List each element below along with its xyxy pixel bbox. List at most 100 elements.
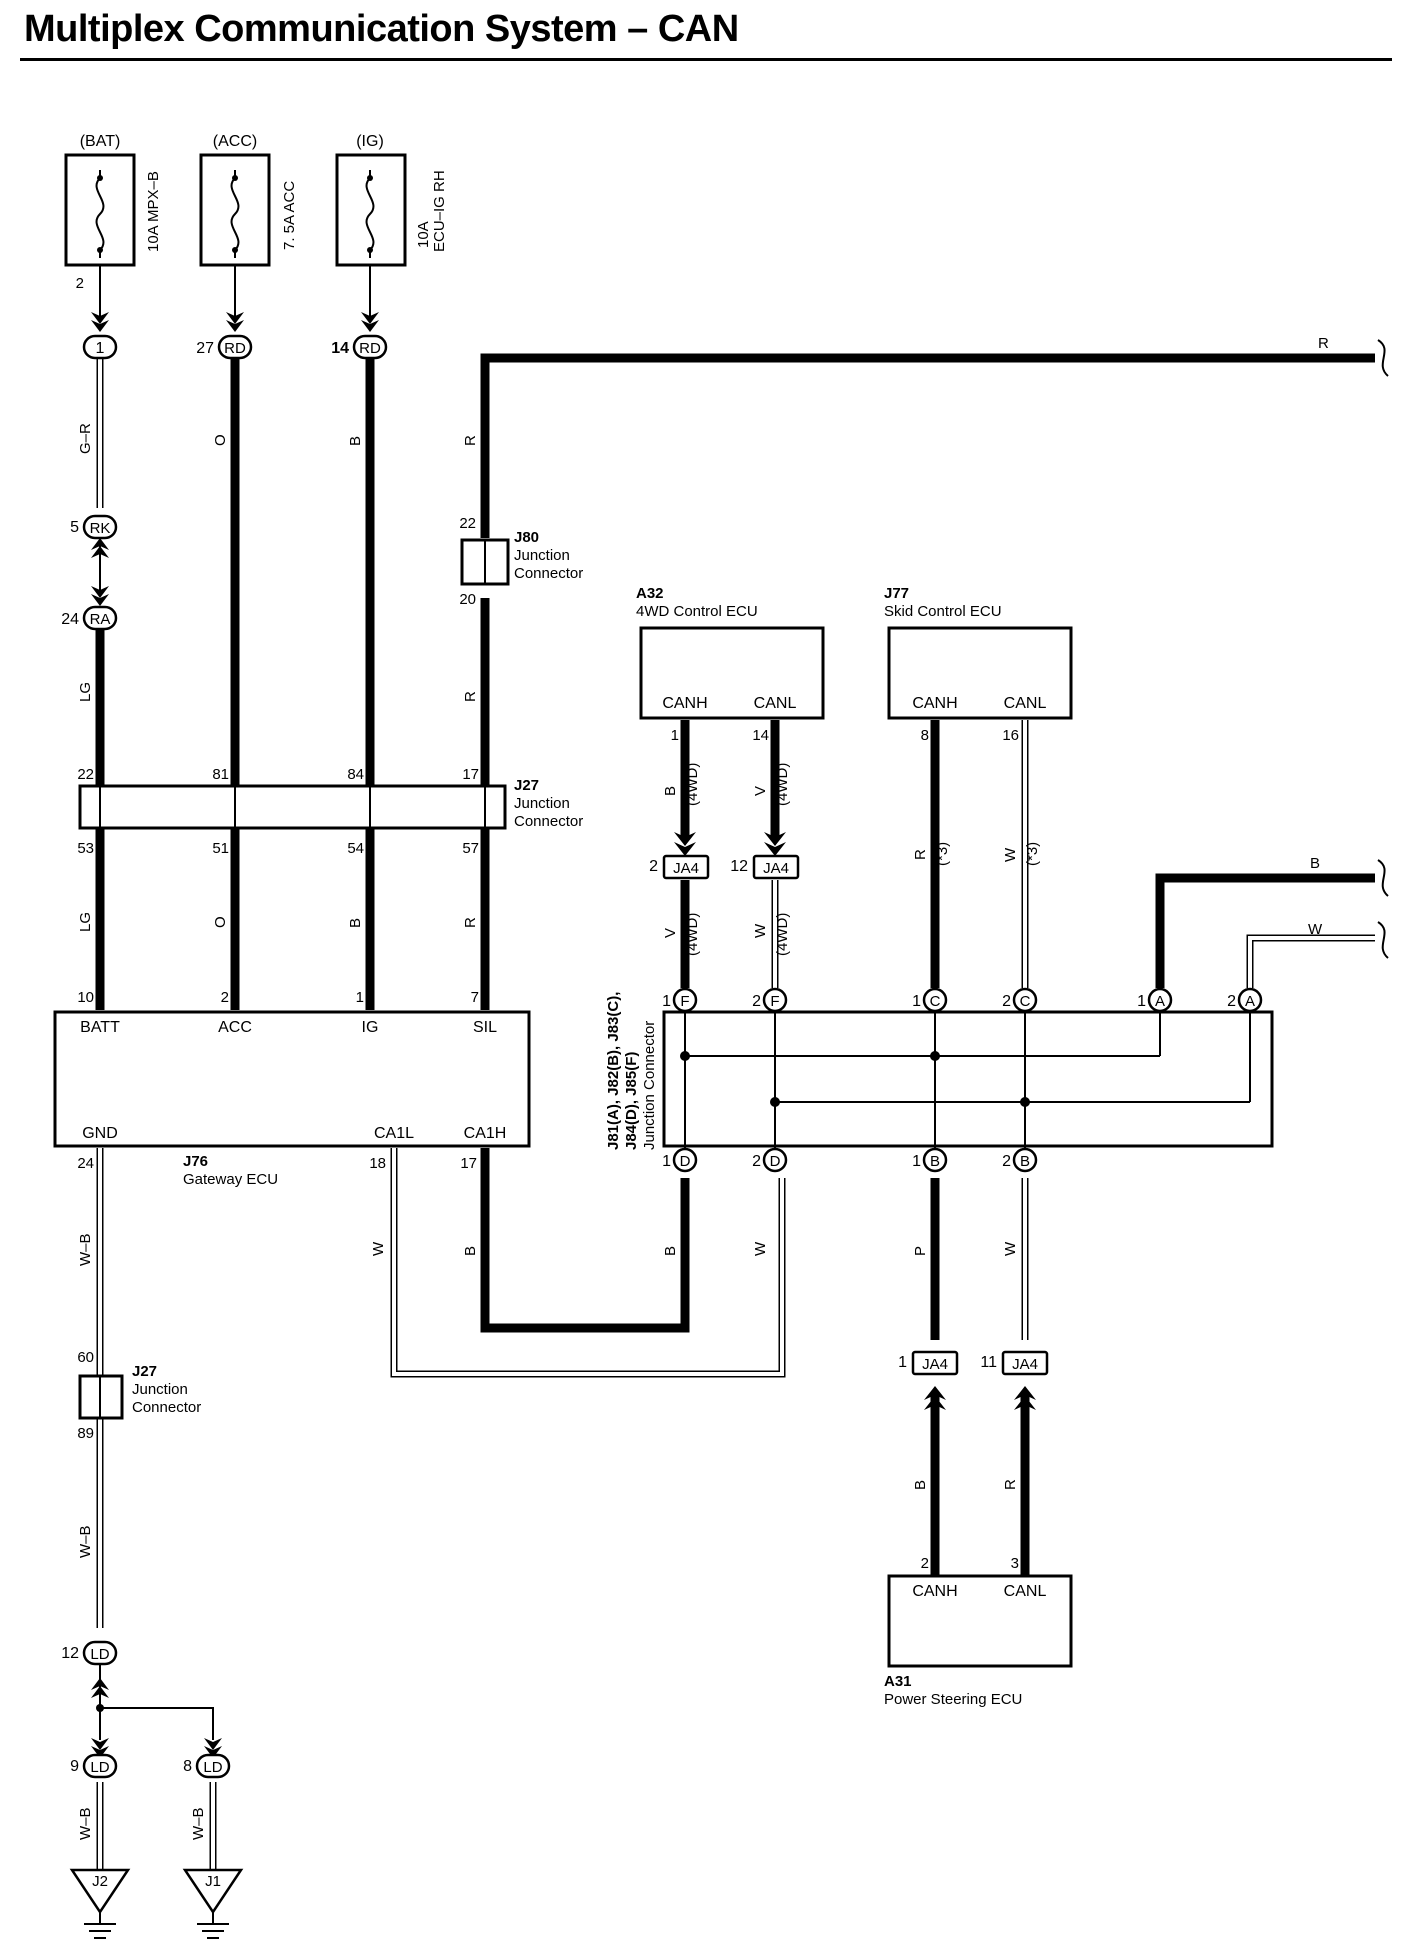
svg-text:2: 2 [1227,993,1236,1010]
svg-text:C: C [930,993,941,1010]
svg-text:CANL: CANL [754,695,797,712]
page-title: Multiplex Communication System – CAN [24,8,739,50]
svg-text:LD: LD [90,1759,109,1776]
svg-text:R: R [912,849,929,860]
wire-break-symbols [1377,339,1389,959]
connector-rd-27: 27 RD [196,334,253,360]
svg-text:P: P [912,1246,929,1256]
svg-text:Skid Control ECU: Skid Control ECU [884,603,1002,620]
svg-text:F: F [770,993,779,1010]
svg-text:1: 1 [356,989,364,1006]
svg-text:24: 24 [61,611,79,628]
svg-text:RD: RD [359,340,381,357]
svg-text:SIL: SIL [473,1019,497,1036]
svg-text:(*3): (*3) [934,842,951,866]
svg-text:53: 53 [77,840,94,857]
svg-text:C: C [1020,993,1031,1010]
svg-text:CA1H: CA1H [464,1125,507,1142]
svg-text:J81(A), J82(B), J83(C),: J81(A), J82(B), J83(C), [605,992,622,1150]
junction-j27-ground: 60 89 J27 Junction Connector [77,1349,201,1442]
svg-text:J2: J2 [92,1873,108,1890]
svg-text:A: A [1155,993,1165,1010]
connector-rk: 5 RK [70,514,118,540]
svg-text:2: 2 [649,858,658,875]
svg-text:60: 60 [77,1349,94,1366]
arrow-heads [91,312,1036,1758]
svg-text:14: 14 [752,727,769,744]
svg-text:5: 5 [70,519,79,536]
svg-text:Junction: Junction [132,1381,188,1398]
junction-j27-main: 22 81 84 17 53 51 54 57 J27 Junction Con… [77,766,583,857]
connector-ld-8: 8 LD [183,1753,231,1779]
svg-text:J84(D), J85(F): J84(D), J85(F) [623,1052,640,1150]
svg-text:1: 1 [912,1153,921,1170]
svg-text:10: 10 [77,989,94,1006]
svg-text:CANH: CANH [662,695,707,712]
ground-j2: J2 [69,1868,131,1939]
svg-text:W: W [1002,1241,1019,1256]
fuse-bat-pin: 2 [76,275,84,292]
svg-text:W: W [1002,847,1019,862]
svg-text:51: 51 [212,840,229,857]
svg-text:Junction Connector: Junction Connector [641,1021,658,1150]
wire-color-labels: G–R O B R R LG R LG O B R W–B W–B W–B W–… [77,335,1329,1840]
ecu-skid-control: J77 Skid Control ECU CANH CANL 8 16 [884,585,1073,744]
connector-1: 1 [82,334,118,360]
svg-text:9: 9 [70,1758,79,1775]
junction-connector-block: J81(A), J82(B), J83(C), J84(D), J85(F) J… [605,987,1274,1173]
svg-text:B: B [462,1246,479,1256]
svg-text:17: 17 [462,766,479,783]
svg-text:LG: LG [77,682,94,702]
svg-text:54: 54 [347,840,364,857]
connector-ja4-group: 2 JA4 12 JA4 1 JA4 11 JA4 [649,854,1049,1376]
svg-text:1: 1 [96,340,105,357]
svg-text:B: B [347,918,364,928]
svg-text:B: B [912,1480,929,1490]
svg-text:CANH: CANH [912,1583,957,1600]
svg-text:J80: J80 [514,529,539,546]
svg-text:A32: A32 [636,585,664,602]
gateway-ecu: 10 2 1 7 BATT ACC IG SIL GND CA1L CA1H 2… [53,989,531,1188]
svg-text:LG: LG [77,912,94,932]
svg-text:R: R [462,917,479,928]
svg-text:IG: IG [362,1019,379,1036]
svg-text:RK: RK [90,520,111,537]
svg-text:J77: J77 [884,585,909,602]
svg-text:W–B: W–B [77,1525,94,1558]
svg-text:7: 7 [471,989,479,1006]
svg-text:2: 2 [752,1153,761,1170]
svg-text:R: R [462,691,479,702]
wire-wb-ground-leads [96,1782,217,1870]
title-rule [20,58,1392,61]
fuse-acc-rating: 7. 5A ACC [281,181,298,250]
svg-text:Junction: Junction [514,547,570,564]
connector-ld-12: 12 LD [61,1640,118,1666]
svg-text:R: R [1002,1479,1019,1490]
svg-text:Gateway ECU: Gateway ECU [183,1171,278,1188]
svg-text:W: W [752,1241,769,1256]
svg-text:CANL: CANL [1004,1583,1047,1600]
svg-text:CANH: CANH [912,695,957,712]
svg-text:W: W [752,923,769,938]
junction-j80: 22 20 J80 Junction Connector [459,515,583,608]
connector-ra: 24 RA [61,605,118,631]
svg-text:12: 12 [61,1645,79,1662]
ground-j1: J1 [182,1868,244,1939]
svg-text:J27: J27 [514,777,539,794]
svg-text:GND: GND [82,1125,118,1142]
svg-text:57: 57 [462,840,479,857]
svg-text:ACC: ACC [218,1019,252,1036]
fuse-icon [95,170,105,258]
svg-text:Connector: Connector [132,1399,201,1416]
svg-text:Connector: Connector [514,813,583,830]
wire-w-a2 [1246,934,1375,988]
svg-text:Power Steering ECU: Power Steering ECU [884,1691,1022,1708]
svg-text:14: 14 [331,340,349,357]
svg-text:W–B: W–B [77,1233,94,1266]
ecu-power-steering: 2 3 CANH CANL A31 Power Steering ECU [884,1555,1073,1708]
svg-text:B: B [1020,1153,1030,1170]
fuse-icon [230,170,240,258]
svg-text:G–R: G–R [77,423,94,454]
svg-text:J76: J76 [183,1153,208,1170]
fuse-acc-source-label: (ACC) [213,133,257,150]
